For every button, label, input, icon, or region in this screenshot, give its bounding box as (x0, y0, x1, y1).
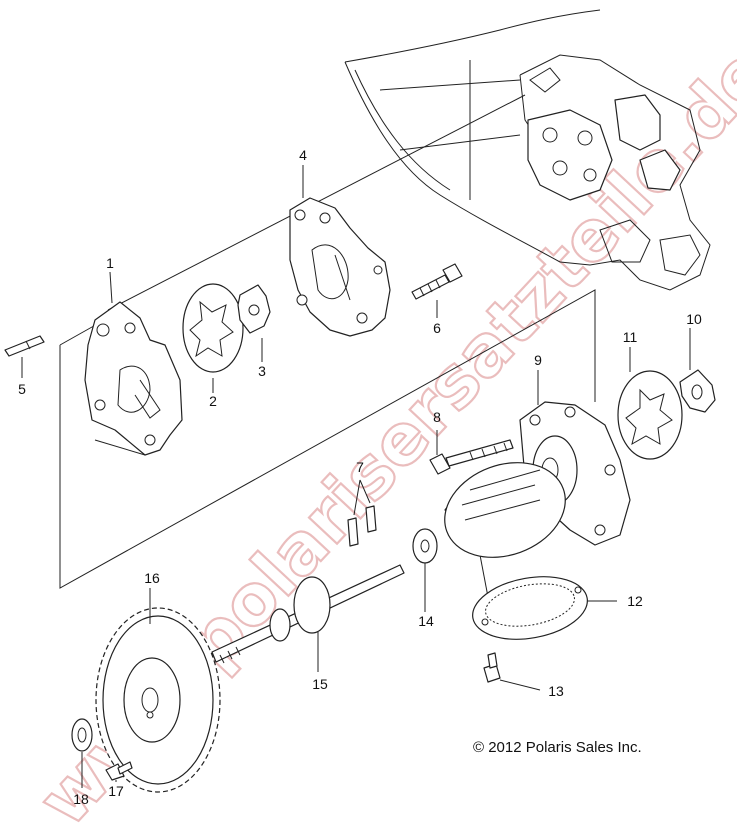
part-9-pump-housing (444, 401, 631, 558)
part-7-pins (347, 479, 377, 547)
callout-6: 6 (433, 320, 441, 336)
part-11-outer-rotor (617, 370, 683, 460)
callout-17: 17 (108, 783, 124, 799)
part-2-outer-rotor (182, 283, 244, 373)
callout-10: 10 (686, 311, 702, 327)
callout-labels: 1 2 3 4 5 6 7 8 9 10 11 12 13 14 15 16 1… (18, 147, 702, 807)
callout-5: 5 (18, 381, 26, 397)
part-1-pump-body (84, 301, 183, 456)
callout-18: 18 (73, 791, 89, 807)
callout-15: 15 (312, 676, 328, 692)
part-8-long-bolt (429, 439, 514, 475)
callout-leaders (21, 165, 691, 788)
part-3-inner-rotor (237, 284, 271, 334)
callout-1: 1 (106, 255, 114, 271)
part-16-drive-gear (95, 607, 221, 793)
part-12-screen (472, 576, 588, 640)
crankcase (344, 9, 711, 291)
part-5-dowel-pin (4, 335, 45, 357)
callout-9: 9 (534, 352, 542, 368)
copyright-text: © 2012 Polaris Sales Inc. (473, 739, 642, 756)
part-17-bolt (105, 761, 133, 781)
part-13-screw (483, 652, 501, 683)
part-10-inner-rotor (679, 369, 716, 413)
callout-11: 11 (623, 329, 638, 345)
callout-2: 2 (209, 393, 217, 409)
part-15-shaft (211, 564, 405, 664)
callout-14: 14 (418, 613, 434, 629)
callout-8: 8 (433, 409, 441, 425)
callout-13: 13 (548, 683, 564, 699)
callout-4: 4 (299, 147, 307, 163)
callout-3: 3 (258, 363, 266, 379)
callout-7: 7 (356, 459, 364, 475)
callout-12: 12 (627, 593, 643, 609)
part-14-washer (412, 528, 438, 564)
part-18-washer (71, 718, 93, 752)
part-4-pump-plate (289, 197, 391, 337)
part-6-bolt (411, 263, 463, 300)
callout-16: 16 (144, 570, 160, 586)
